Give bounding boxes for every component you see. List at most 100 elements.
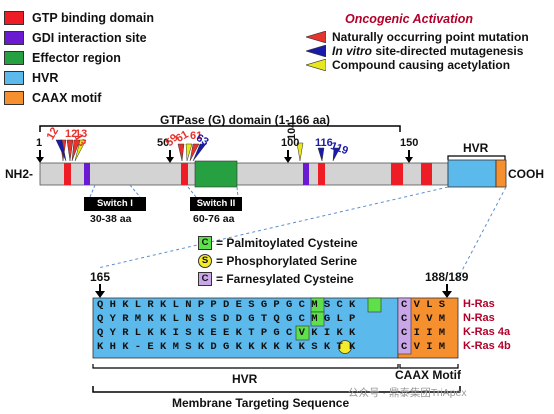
mutation-label: 116 [315, 137, 333, 149]
domain-title: GTPase (G) domain (1-166 aa) [160, 113, 331, 127]
palmitoyl-key-icon: C [198, 236, 212, 250]
acetylation-icon [185, 143, 193, 162]
gtp-binding-region [391, 163, 403, 185]
seq-hvr-hras: Q H K L R K L N P P D E S G P G C M S C … [97, 299, 356, 311]
gtpase-bracket [39, 125, 401, 132]
caax-swatch [4, 91, 24, 105]
legend-label: Effector region [32, 51, 121, 65]
gdi-swatch [4, 31, 24, 45]
key-label: = Phosphorylated Serine [216, 254, 358, 268]
switch-i-box: Switch I [84, 197, 146, 211]
legend-label: GDI interaction site [32, 31, 147, 45]
position-arrow-icon [166, 150, 174, 163]
legend-item-hvr: HVR [4, 69, 58, 87]
mutation-63-icon [192, 143, 207, 162]
blue-arrow-icon [306, 45, 326, 57]
caax-motif-label: CAAX Motif [395, 368, 461, 382]
oncogenic-title: Oncogenic Activation [345, 12, 474, 26]
oncogenic-item-acetylation: Compound causing acetylation [306, 58, 510, 72]
key-palmitoylated: C = Palmitoylated Cysteine [198, 236, 358, 250]
key-farnesylated: C = Farnesylated Cysteine [198, 272, 354, 286]
hvr-domain-label: HVR [463, 141, 489, 155]
mutation-12-invitro-icon [55, 139, 67, 162]
key-label: = Palmitoylated Cysteine [216, 236, 358, 250]
oncogenic-item-natural: Naturally occurring point mutation [306, 30, 529, 44]
membrane-targeting-label: Membrane Targeting Sequence [172, 396, 350, 410]
isoform-label: N-Ras [463, 312, 495, 324]
seq-hvr-kras4b: K H K - E K M S K D G K K K K K K S K T … [97, 341, 356, 353]
position-arrow-icon [405, 150, 413, 163]
phosphorylated-ser-kras4b [338, 340, 352, 354]
mutation-116-icon [317, 147, 325, 162]
gtp-binding-region [64, 163, 71, 185]
red-arrow-icon [306, 31, 326, 43]
switch-i-range: 30-38 aa [90, 213, 132, 225]
farnesyl-key-icon: C [198, 272, 212, 286]
mutation-label: 104 [286, 121, 298, 140]
seq-caax-hras: C V L S [401, 299, 446, 311]
gtp-swatch [4, 11, 24, 25]
cooh-terminus: COOH [508, 167, 544, 181]
mutation-13-icon [71, 139, 81, 162]
seq-caax-kras4a: C I I M [401, 327, 446, 339]
gdi-site [84, 163, 90, 185]
nh2-terminus: NH2- [5, 167, 34, 181]
isoform-label: K-Ras 4b [463, 340, 511, 352]
key-phosphorylated: S = Phosphorylated Serine [198, 254, 357, 268]
isoform-label: K-Ras 4a [463, 326, 511, 338]
mutation-label: 61 [190, 130, 203, 142]
position-label: 100 [281, 137, 300, 149]
gtp-binding-region [421, 163, 432, 185]
invitro-italic: In vitro [332, 44, 373, 58]
effector-region [194, 160, 238, 188]
legend-item-gdi: GDI interaction site [4, 29, 147, 47]
end-188-arrow-icon [442, 284, 452, 298]
seq-hvr-nras: Q Y R M K K L N S S D D G T Q G C M G L … [97, 313, 356, 325]
legend-label: HVR [32, 71, 59, 85]
palmitoylated-cys-kras4a [295, 325, 310, 341]
mutation-119-icon [332, 147, 341, 162]
start-165-arrow-icon [95, 284, 105, 298]
legend-item-gtp: GTP binding domain [4, 9, 154, 27]
position-arrow-icon [36, 150, 44, 163]
seq-caax-nras: C V V M [401, 313, 446, 325]
position-label: 150 [400, 137, 419, 149]
oncogenic-label: In vitro site-directed mutagenesis [332, 44, 523, 58]
membrane-bracket [92, 386, 461, 393]
legend-item-effector: Effector region [4, 49, 121, 67]
position-arrow-icon [284, 150, 292, 163]
position-label: 50 [157, 137, 170, 149]
alignment-start-label: 165 [90, 270, 111, 284]
gtp-binding-region [318, 163, 325, 185]
gdi-site [303, 163, 309, 185]
switch-ii-box: Switch II [190, 197, 242, 211]
caax-bottom-bracket [399, 364, 459, 369]
effector-swatch [4, 51, 24, 65]
switch-ii-range: 60-76 aa [193, 213, 235, 225]
oncogenic-item-invitro: In vitro site-directed mutagenesis [306, 44, 523, 58]
acetylation-104-icon [296, 142, 304, 162]
hvr-bracket [447, 155, 506, 160]
key-label: = Farnesylated Cysteine [216, 272, 354, 286]
legend-label: CAAX motif [32, 91, 102, 105]
position-label: 1 [36, 137, 43, 149]
phospho-key-icon: S [198, 254, 212, 268]
palmitoylated-cys-nras [310, 311, 325, 327]
alignment-end-label: 188/189 [425, 270, 469, 284]
legend-label: GTP binding domain [32, 11, 154, 25]
legend-item-caax: CAAX motif [4, 89, 101, 107]
yellow-arrow-icon [306, 59, 326, 71]
mutation-label: 13 [75, 128, 88, 140]
mutation-61-icon [189, 143, 200, 162]
acetylation-13-icon [74, 139, 87, 162]
invitro-rest: site-directed mutagenesis [372, 44, 524, 58]
caax-segment [495, 159, 507, 188]
oncogenic-label: Compound causing acetylation [332, 58, 511, 72]
farnesylated-cys-column [397, 297, 412, 355]
mutation-12-icon [66, 139, 74, 162]
gtp-binding-region [181, 163, 188, 185]
seq-caax-kras4b: C V I M [401, 341, 446, 353]
seq-hvr-kras4a: Q Y R L K K I S K E E K T P G C V K I K … [97, 327, 356, 339]
mutation-label: 12 [65, 128, 78, 140]
